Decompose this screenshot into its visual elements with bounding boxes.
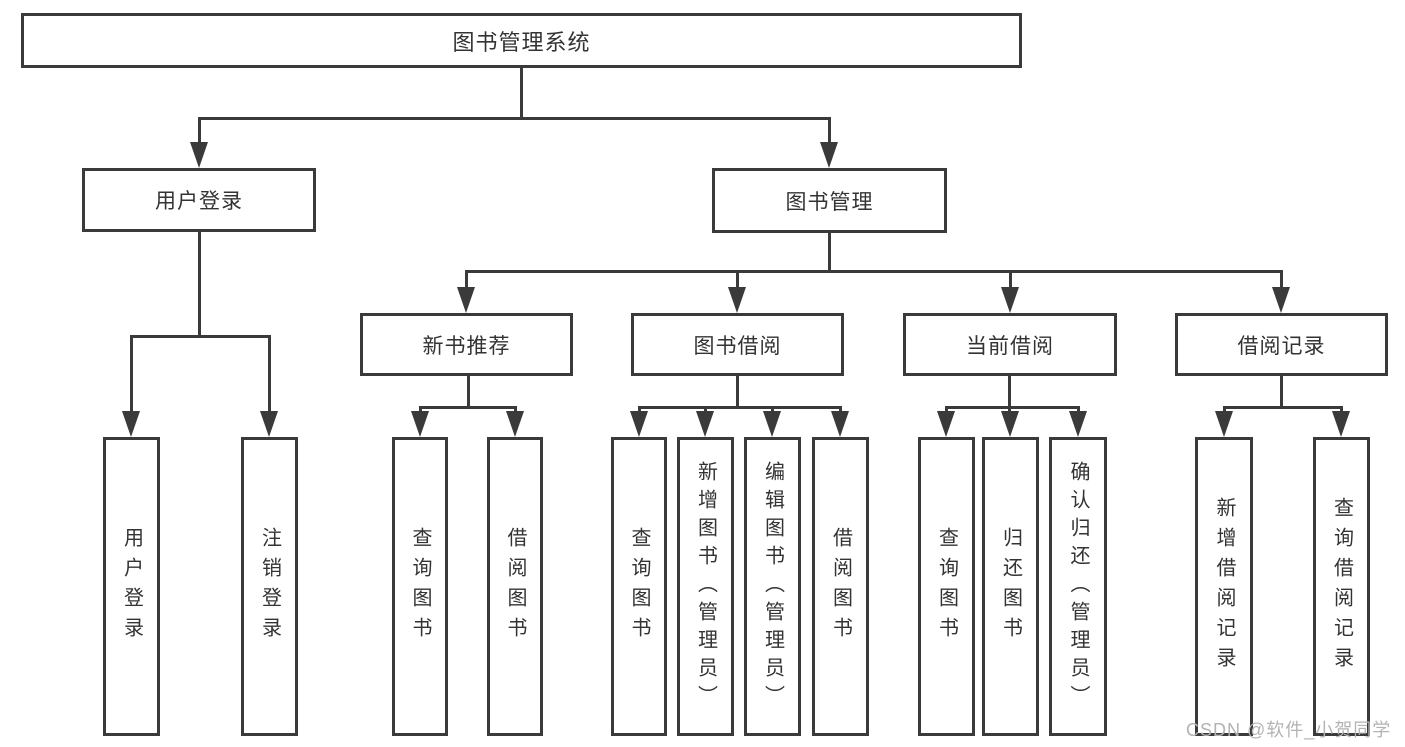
arrow-down-icon — [1215, 411, 1233, 437]
connector-drop-level3 — [1280, 270, 1283, 289]
node-current-borrowing: 当前借阅 — [903, 313, 1117, 376]
connector-current-borrow-rail — [945, 406, 1079, 409]
connector-book-borrow-rail — [638, 406, 841, 409]
connector-drop-leaf — [1223, 406, 1226, 414]
arrow-down-icon — [630, 411, 648, 437]
connector-drop-leaf — [945, 406, 948, 414]
connector-drop-level3 — [465, 270, 468, 289]
connector-drop-leaf — [839, 406, 842, 414]
connector-drop-leaf — [704, 406, 707, 414]
arrow-down-icon — [937, 411, 955, 437]
connector-drop-leaf — [419, 406, 422, 414]
leaf-user-login: 用户登录 — [103, 437, 160, 736]
connector-borrow-records-rail — [1223, 406, 1342, 409]
connector-drop-level3 — [736, 270, 739, 289]
connector-drop-user-login — [198, 117, 201, 144]
connector-user-login-rail — [130, 335, 270, 338]
connector-current-borrow-stem — [1008, 376, 1011, 408]
arrow-down-icon — [457, 287, 475, 313]
leaf-borrow-books-1: 借阅图书 — [487, 437, 543, 736]
arrow-down-icon — [831, 411, 849, 437]
csdn-watermark: CSDN @软件_小贺同学 — [1186, 720, 1392, 740]
connector-drop-leaf — [514, 406, 517, 414]
node-library-management-system: 图书管理系统 — [21, 13, 1022, 68]
connector-drop-leaf — [1077, 406, 1080, 414]
arrow-down-icon — [1069, 411, 1087, 437]
connector-root-stem — [520, 68, 523, 120]
node-book-management: 图书管理 — [712, 168, 947, 233]
arrow-down-icon — [506, 411, 524, 437]
leaf-query-borrow-record: 查询借阅记录 — [1313, 437, 1370, 736]
arrow-down-icon — [1001, 411, 1019, 437]
arrow-down-icon — [122, 411, 140, 437]
arrow-down-icon — [763, 411, 781, 437]
connector-drop-level3 — [1009, 270, 1012, 289]
node-new-book-recommend: 新书推荐 — [360, 313, 573, 376]
connector-drop-leaf — [268, 335, 271, 413]
connector-book-management-rail — [465, 270, 1282, 273]
arrow-down-icon — [820, 142, 838, 168]
leaf-query-books-3: 查询图书 — [918, 437, 975, 736]
leaf-logout: 注销登录 — [241, 437, 298, 736]
node-user-login: 用户登录 — [82, 168, 316, 232]
leaf-return-books: 归还图书 — [982, 437, 1039, 736]
connector-drop-leaf — [638, 406, 641, 414]
connector-new-book-rail — [419, 406, 517, 409]
arrow-down-icon — [1001, 287, 1019, 313]
arrow-down-icon — [411, 411, 429, 437]
arrow-down-icon — [1272, 287, 1290, 313]
connector-borrow-records-stem — [1280, 376, 1283, 408]
connector-user-login-stem — [198, 231, 201, 338]
connector-drop-leaf — [771, 406, 774, 414]
leaf-query-books-2: 查询图书 — [611, 437, 667, 736]
arrow-down-icon — [190, 142, 208, 168]
leaf-add-books-admin: 新增图书（管理员） — [677, 437, 734, 736]
node-borrowing-records: 借阅记录 — [1175, 313, 1388, 376]
connector-book-borrow-stem — [736, 376, 739, 408]
leaf-borrow-books-2: 借阅图书 — [812, 437, 869, 736]
arrow-down-icon — [260, 411, 278, 437]
arrow-down-icon — [696, 411, 714, 437]
connector-drop-leaf — [1008, 406, 1011, 414]
connector-book-management-stem — [828, 233, 831, 273]
node-book-borrowing: 图书借阅 — [631, 313, 844, 376]
connector-drop-leaf — [130, 335, 133, 413]
connector-root-rail — [198, 117, 831, 120]
arrow-down-icon — [1332, 411, 1350, 437]
connector-drop-book-management — [828, 117, 831, 144]
connector-drop-leaf — [1340, 406, 1343, 414]
leaf-confirm-return-admin: 确认归还（管理员） — [1049, 437, 1107, 736]
leaf-add-borrow-record: 新增借阅记录 — [1195, 437, 1253, 736]
leaf-query-books-1: 查询图书 — [392, 437, 448, 736]
leaf-edit-books-admin: 编辑图书（管理员） — [744, 437, 801, 736]
connector-new-book-stem — [467, 376, 470, 408]
arrow-down-icon — [728, 287, 746, 313]
